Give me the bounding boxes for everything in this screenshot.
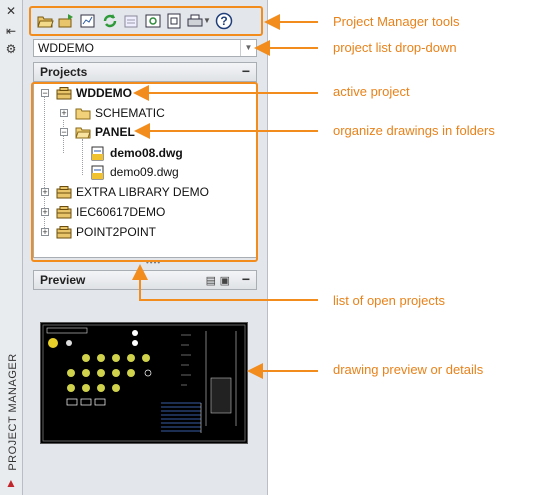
project-manager-toolbar: ▼ ? <box>31 8 258 33</box>
drawing-file-icon <box>91 146 104 161</box>
properties-gear-icon[interactable]: ⚙ <box>5 42 17 56</box>
drawing-label: demo09.dwg <box>110 165 179 179</box>
preview-section-title: Preview <box>40 273 86 287</box>
collapse-projects-button[interactable]: − <box>241 63 250 79</box>
project-list-dropdown[interactable]: WDDEMO ▼ <box>33 39 257 57</box>
palette-side-strip: ✕ ⇤ ⚙ PROJECT MANAGER ▲ <box>0 0 23 495</box>
preview-view-icon[interactable]: ▣ <box>219 275 230 287</box>
chevron-down-icon[interactable]: ▼ <box>240 40 256 56</box>
project-label: IEC60617DEMO <box>76 205 166 219</box>
tree-node-project[interactable]: + POINT2POINT <box>38 223 248 241</box>
auto-hide-icon[interactable]: ⇤ <box>5 24 17 38</box>
expand-node-icon[interactable]: + <box>41 187 49 197</box>
project-icon <box>56 186 72 199</box>
open-project-icon[interactable] <box>36 12 54 30</box>
project-icon <box>56 87 72 100</box>
close-icon[interactable]: ✕ <box>5 4 17 18</box>
folder-icon <box>75 108 91 120</box>
projects-section-title: Projects <box>40 65 88 79</box>
project-tree: − WDDEMO + SCHEMATIC − PANEL demo08.dwg … <box>33 82 257 258</box>
collapse-preview-button[interactable]: − <box>241 271 250 287</box>
expand-node-icon[interactable]: + <box>41 227 49 237</box>
projects-section-header[interactable]: Projects − <box>33 62 257 82</box>
drawing-preview-thumbnail <box>40 322 248 444</box>
callout-folders: organize drawings in folders <box>333 123 495 138</box>
open-folder-icon <box>75 127 91 139</box>
project-label: EXTRA LIBRARY DEMO <box>76 185 209 199</box>
refresh-icon[interactable] <box>101 12 119 30</box>
plot-dropdown-arrow[interactable]: ▼ <box>203 16 211 25</box>
help-icon[interactable]: ? <box>215 12 233 30</box>
tree-node-folder-schematic[interactable]: + SCHEMATIC <box>57 104 237 122</box>
callout-toolbar: Project Manager tools <box>333 14 460 29</box>
splitter-grip[interactable]: •••• <box>146 258 162 267</box>
project-dropdown-value: WDDEMO <box>38 41 94 55</box>
tree-node-drawing-demo08[interactable]: demo08.dwg <box>90 144 240 162</box>
preview-pane <box>33 290 257 490</box>
project-label: POINT2POINT <box>76 225 157 239</box>
expand-node-icon[interactable]: + <box>60 108 68 118</box>
expand-node-icon[interactable]: + <box>41 207 49 217</box>
active-project-label: WDDEMO <box>76 86 132 100</box>
drawing-label: demo08.dwg <box>110 146 183 160</box>
descriptions-icon[interactable] <box>165 12 183 30</box>
plot-icon[interactable] <box>186 12 204 30</box>
tree-node-active-project[interactable]: − WDDEMO <box>38 84 248 102</box>
collapse-node-icon[interactable]: − <box>60 127 68 137</box>
new-drawing-icon[interactable] <box>79 12 97 30</box>
highlight-tree-frame <box>31 82 258 262</box>
help-glyph: ? <box>220 14 228 28</box>
callout-open-projects: list of open projects <box>333 293 446 308</box>
tree-node-project[interactable]: + IEC60617DEMO <box>38 203 248 221</box>
update-tags-icon[interactable] <box>122 12 140 30</box>
tree-node-drawing-demo09[interactable]: demo09.dwg <box>90 163 240 181</box>
callout-active-project: active project <box>333 84 410 99</box>
callout-dropdown: project list drop-down <box>333 40 457 55</box>
new-project-icon[interactable] <box>57 12 75 30</box>
project-icon <box>56 226 72 239</box>
project-icon <box>56 206 72 219</box>
drawing-file-icon <box>91 165 104 180</box>
autocad-logo-icon: ▲ <box>5 476 17 490</box>
project-tasks-icon[interactable] <box>144 12 162 30</box>
tree-node-project[interactable]: + EXTRA LIBRARY DEMO <box>38 183 248 201</box>
folder-label: PANEL <box>95 125 135 139</box>
details-view-icon[interactable]: ▤ <box>205 275 216 287</box>
callout-preview: drawing preview or details <box>333 362 484 377</box>
highlight-toolbar-frame <box>29 6 263 36</box>
folder-label: SCHEMATIC <box>95 106 165 120</box>
collapse-node-icon[interactable]: − <box>41 88 49 98</box>
tree-node-folder-panel[interactable]: − PANEL <box>57 123 237 141</box>
